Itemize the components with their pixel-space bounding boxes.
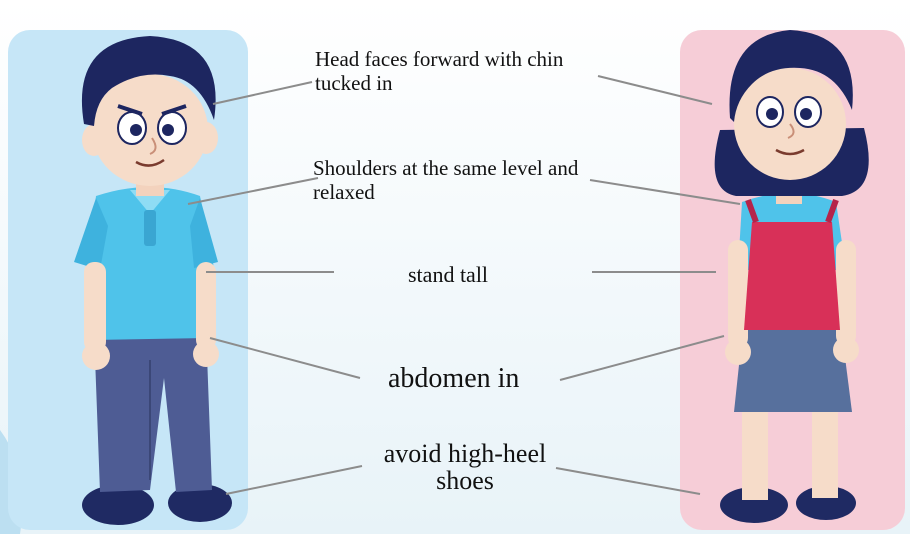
girl-left-arm <box>728 240 748 348</box>
boy-left-arm <box>84 262 106 352</box>
girl-right-arm <box>836 240 856 346</box>
girl-right-hand <box>833 337 859 363</box>
label-head-line1: Head faces forward with chin <box>315 48 675 72</box>
label-head-posture: Head faces forward with chin tucked in <box>315 48 675 95</box>
label-abdomen-in: abdomen in <box>388 363 519 394</box>
label-head-line2: tucked in <box>315 72 675 96</box>
boy-head <box>92 74 208 186</box>
girl-apron <box>744 222 840 330</box>
label-shoulders-line1: Shoulders at the same level and <box>313 157 693 181</box>
girl-skirt <box>734 318 852 412</box>
girl-left-leg <box>742 400 768 500</box>
label-shoes-line1: avoid high-heel <box>355 440 575 467</box>
boy-right-hand <box>193 341 219 367</box>
label-shoes-line2: shoes <box>355 467 575 494</box>
label-shoulders: Shoulders at the same level and relaxed <box>313 157 693 204</box>
girl-right-leg <box>812 400 838 498</box>
label-avoid-high-heels: avoid high-heel shoes <box>355 440 575 495</box>
boy-right-arm <box>196 262 216 350</box>
girl-left-hand <box>725 339 751 365</box>
boy-left-hand <box>82 342 110 370</box>
label-stand-tall: stand tall <box>408 263 488 288</box>
label-shoulders-line2: relaxed <box>313 181 693 205</box>
